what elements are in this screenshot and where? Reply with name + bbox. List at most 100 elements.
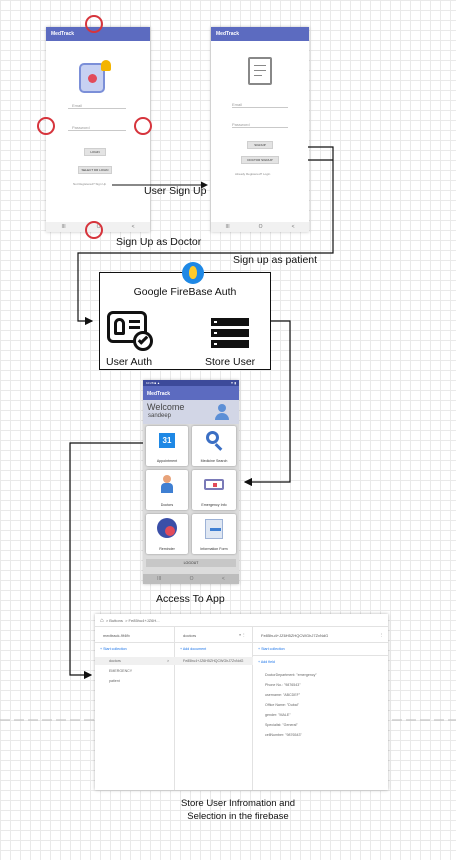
- status-bar: 10:28 ■ ▲ ▼ ▮: [143, 380, 239, 386]
- top-marker: [85, 15, 103, 33]
- start-subcollection-button[interactable]: + Start collection: [258, 647, 285, 651]
- firebase-auth-box: Google FireBase Auth User Auth Store Use…: [99, 272, 271, 370]
- collections-column: medtrack-9f4fb + Start collection doctor…: [95, 627, 175, 790]
- store-info-line1: Store User Infromation and: [180, 798, 296, 809]
- nav-recent-button[interactable]: III: [225, 224, 230, 230]
- medicine-search-label: Medicine Search: [200, 459, 228, 463]
- documents-column: doctors ≡ ⋮ + Add document Fe85hu4+JZ6H5…: [175, 627, 253, 790]
- signup-password-field[interactable]: Password: [232, 122, 288, 128]
- username-text: sandeep: [148, 413, 172, 419]
- signup-email-field[interactable]: Email: [232, 102, 288, 108]
- emergency-info-tile[interactable]: Emergency Info: [192, 470, 236, 510]
- store-info-caption: Store User Infromation and Selection in …: [140, 797, 336, 823]
- chevron-right-icon: >: [167, 659, 170, 663]
- filter-icon[interactable]: ≡ ⋮: [239, 633, 246, 637]
- firestore-panel: ⌂ > Buttons > Fe85hu4+JZ6H... medtrack-9…: [95, 614, 388, 790]
- firebase-title: Google FireBase Auth: [133, 286, 237, 298]
- register-link[interactable]: Not Registered? Sign Up: [73, 182, 107, 186]
- collection-emergency[interactable]: EMERGENCY: [109, 669, 133, 673]
- field-row: DoctorDepartment: "emergency": [265, 673, 317, 677]
- breadcrumb-item[interactable]: Buttons: [109, 618, 123, 623]
- reminder-label: Reminder: [159, 547, 175, 551]
- signup-nav-bar: III O <: [211, 222, 309, 232]
- home-icon[interactable]: ⌂: [100, 618, 104, 624]
- user-auth-label: User Auth: [106, 356, 153, 368]
- selected-document-row[interactable]: Fe85hu4+JZ6H5ZHQCWGhJ7ZvNdG: [175, 657, 253, 665]
- field-row: Phone No.: "9876543": [265, 683, 301, 687]
- left-marker: [37, 117, 55, 135]
- start-collection-button[interactable]: + Start collection: [100, 647, 127, 651]
- selected-collection-row[interactable]: doctors >: [95, 657, 175, 665]
- add-document-button[interactable]: + Add document: [180, 647, 207, 651]
- nav-recent-button[interactable]: III: [61, 224, 66, 230]
- doctor-login-button[interactable]: SELECT DR LOGIN: [78, 166, 112, 174]
- breadcrumb-item[interactable]: Fe85hu4+JZ6H...: [128, 618, 160, 623]
- firebase-logo-icon: [182, 262, 204, 284]
- bell-icon: [101, 60, 111, 71]
- nav-back-button[interactable]: <: [221, 576, 225, 582]
- phone-logo-icon: [79, 63, 105, 93]
- emergency-info-label: Emergency Info: [201, 503, 227, 507]
- access-app-label: Access To App: [156, 593, 225, 605]
- signup-app-bar: MedTrack: [211, 27, 309, 41]
- more-options-icon[interactable]: ⋮: [380, 633, 384, 637]
- user-auth-icon: [107, 311, 153, 351]
- field-row: cellNumber: "9876543": [265, 733, 302, 737]
- form-arrow-icon: [205, 519, 223, 539]
- document-title: Fe85hu4+JZ6H5ZHQCWGhJ7ZvNdG: [261, 633, 329, 638]
- project-title: medtrack-9f4fb: [103, 633, 130, 638]
- search-icon: [206, 431, 219, 444]
- password-field[interactable]: Password: [68, 125, 126, 131]
- signup-screen: MedTrack Email Password SIGNUP DOCTOR SI…: [211, 27, 309, 232]
- store-user-label: Store User: [205, 356, 256, 368]
- login-app-bar: MedTrack: [46, 27, 150, 41]
- doctor-icon: [161, 475, 173, 493]
- collection-doctors: doctors: [109, 659, 121, 663]
- nav-back-button[interactable]: <: [131, 224, 135, 230]
- bottom-marker: [85, 221, 103, 239]
- signup-button[interactable]: SIGNUP: [247, 141, 273, 149]
- add-field-button[interactable]: + Add field: [258, 660, 275, 664]
- calendar-icon: 31: [159, 433, 175, 448]
- form-edit-icon: [248, 57, 272, 85]
- nav-home-button[interactable]: O: [258, 224, 263, 230]
- fields-column: Fe85hu4+JZ6H5ZHQCWGhJ7ZvNdG ⋮ + Start co…: [253, 627, 388, 790]
- login-button[interactable]: LOGIN: [84, 148, 106, 156]
- field-row: gender: "MALE": [265, 713, 291, 717]
- home-screen: 10:28 ■ ▲ ▼ ▮ MedTrack Welcome sandeep 3…: [143, 380, 239, 584]
- doctors-label: Doctors: [160, 503, 174, 507]
- ambulance-icon: [204, 479, 224, 490]
- welcome-banner: Welcome sandeep: [143, 400, 239, 424]
- right-marker: [134, 117, 152, 135]
- doctor-signup-button[interactable]: DOCTOR SIGNUP: [241, 156, 279, 164]
- email-field[interactable]: Email: [68, 103, 126, 109]
- profile-avatar-icon[interactable]: [215, 404, 229, 420]
- information-form-tile[interactable]: Information Form: [192, 514, 236, 554]
- home-app-bar: MedTrack: [143, 386, 239, 400]
- home-nav-bar: III O <: [143, 574, 239, 584]
- document-id: Fe85hu4+JZ6H5ZHQCWGhJ7ZvNdG: [183, 659, 244, 663]
- reminder-tile[interactable]: Reminder: [146, 514, 188, 554]
- information-form-label: Information Form: [200, 547, 228, 551]
- database-server-icon: [211, 318, 249, 349]
- signup-patient-label: Sign up as patient: [233, 254, 318, 266]
- login-link[interactable]: Already Registered? Login: [235, 172, 271, 176]
- nav-home-button[interactable]: O: [189, 576, 194, 582]
- appointment-label: Appointment: [156, 459, 178, 463]
- medicine-search-tile[interactable]: Medicine Search: [192, 426, 236, 466]
- user-signup-label: User Sign Up: [144, 185, 207, 197]
- nav-recent-button[interactable]: III: [157, 576, 162, 582]
- reminder-icon: [157, 518, 177, 538]
- logout-button[interactable]: LOGOUT: [146, 559, 236, 567]
- nav-back-button[interactable]: <: [291, 224, 295, 230]
- collection-title: doctors: [183, 633, 197, 638]
- welcome-text: Welcome: [147, 402, 185, 412]
- doctors-tile[interactable]: Doctors: [146, 470, 188, 510]
- appointment-tile[interactable]: 31 Appointment: [146, 426, 188, 466]
- firestore-breadcrumb: ⌂ > Buttons > Fe85hu4+JZ6H...: [95, 614, 388, 627]
- collection-patient[interactable]: patient: [109, 679, 120, 683]
- status-right: ▼ ▮: [230, 381, 236, 385]
- status-left: 10:28 ■ ▲: [146, 381, 160, 385]
- field-row: Specialist: "General": [265, 723, 298, 727]
- store-info-line2: Selection in the firebase: [187, 811, 289, 822]
